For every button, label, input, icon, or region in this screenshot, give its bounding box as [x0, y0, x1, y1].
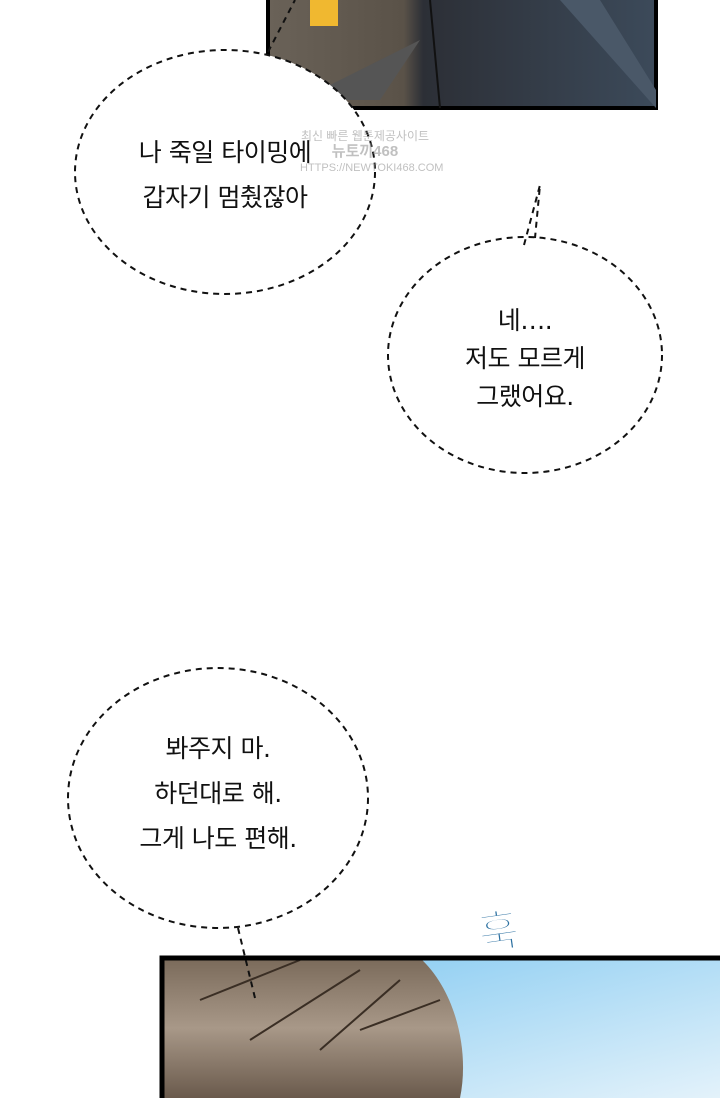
- bubble-3-tail: [237, 927, 256, 999]
- speech-bubble-1: [74, 49, 376, 295]
- watermark: 최신 빠른 웹툰제공사이트 뉴토끼468 HTTPS://NEWTOKI468.…: [300, 129, 444, 174]
- bubble-2-tail: [523, 184, 541, 246]
- dialogue-line: 하던대로 해.: [154, 779, 282, 808]
- dialogue-line: 나 죽일 타이밍에: [138, 138, 312, 167]
- bubble-2-text: 네…. 저도 모르게 그랬어요.: [388, 302, 662, 416]
- dialogue-line: 그랬어요.: [476, 382, 574, 411]
- sound-effect: 훅: [475, 904, 523, 961]
- bubble-1-text: 나 죽일 타이밍에 갑자기 멈췄잖아: [75, 130, 375, 220]
- dialogue-line: 네….: [497, 306, 553, 335]
- bubble-3-text: 봐주지 마. 하던대로 해. 그게 나도 편해.: [68, 726, 368, 861]
- dialogue-line: 저도 모르게: [465, 344, 585, 373]
- dialogue-line: 갑자기 멈췄잖아: [142, 183, 308, 212]
- speech-bubble-3: [67, 667, 369, 929]
- dialogue-line: 그게 나도 편해.: [139, 824, 297, 853]
- bottom-panel: [159, 955, 720, 1098]
- dialogue-line: 봐주지 마.: [165, 734, 271, 763]
- speech-bubble-2: [387, 236, 663, 474]
- bubble-1-tail: [267, 0, 296, 53]
